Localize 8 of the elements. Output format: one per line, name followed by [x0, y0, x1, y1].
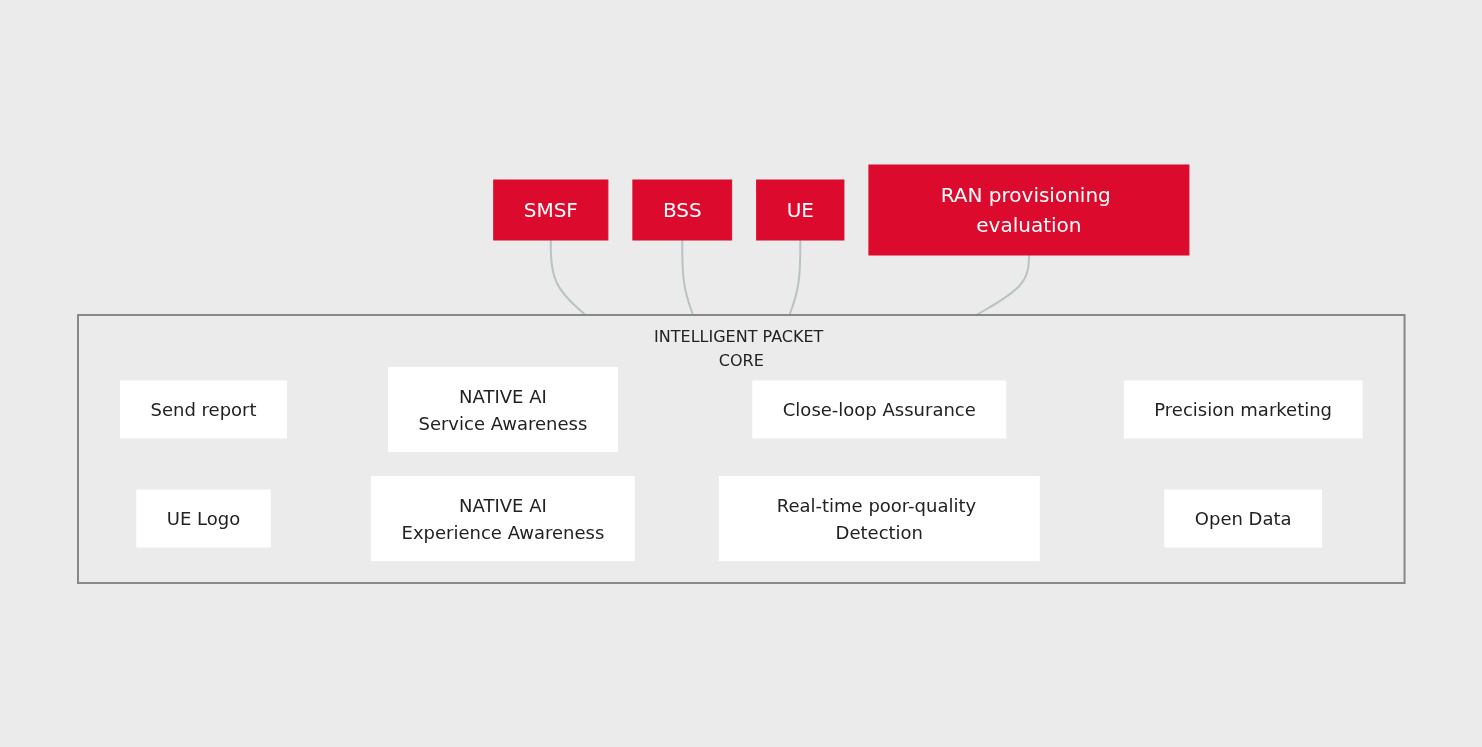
node-box: RAN provisioning evaluation	[868, 164, 1190, 255]
node-box: UE	[755, 179, 845, 240]
node-box: BSS	[632, 179, 732, 240]
connector	[681, 238, 694, 316]
connector	[549, 238, 587, 316]
connector	[788, 238, 801, 316]
node-box: SMSF	[492, 179, 609, 240]
connector	[975, 253, 1030, 316]
